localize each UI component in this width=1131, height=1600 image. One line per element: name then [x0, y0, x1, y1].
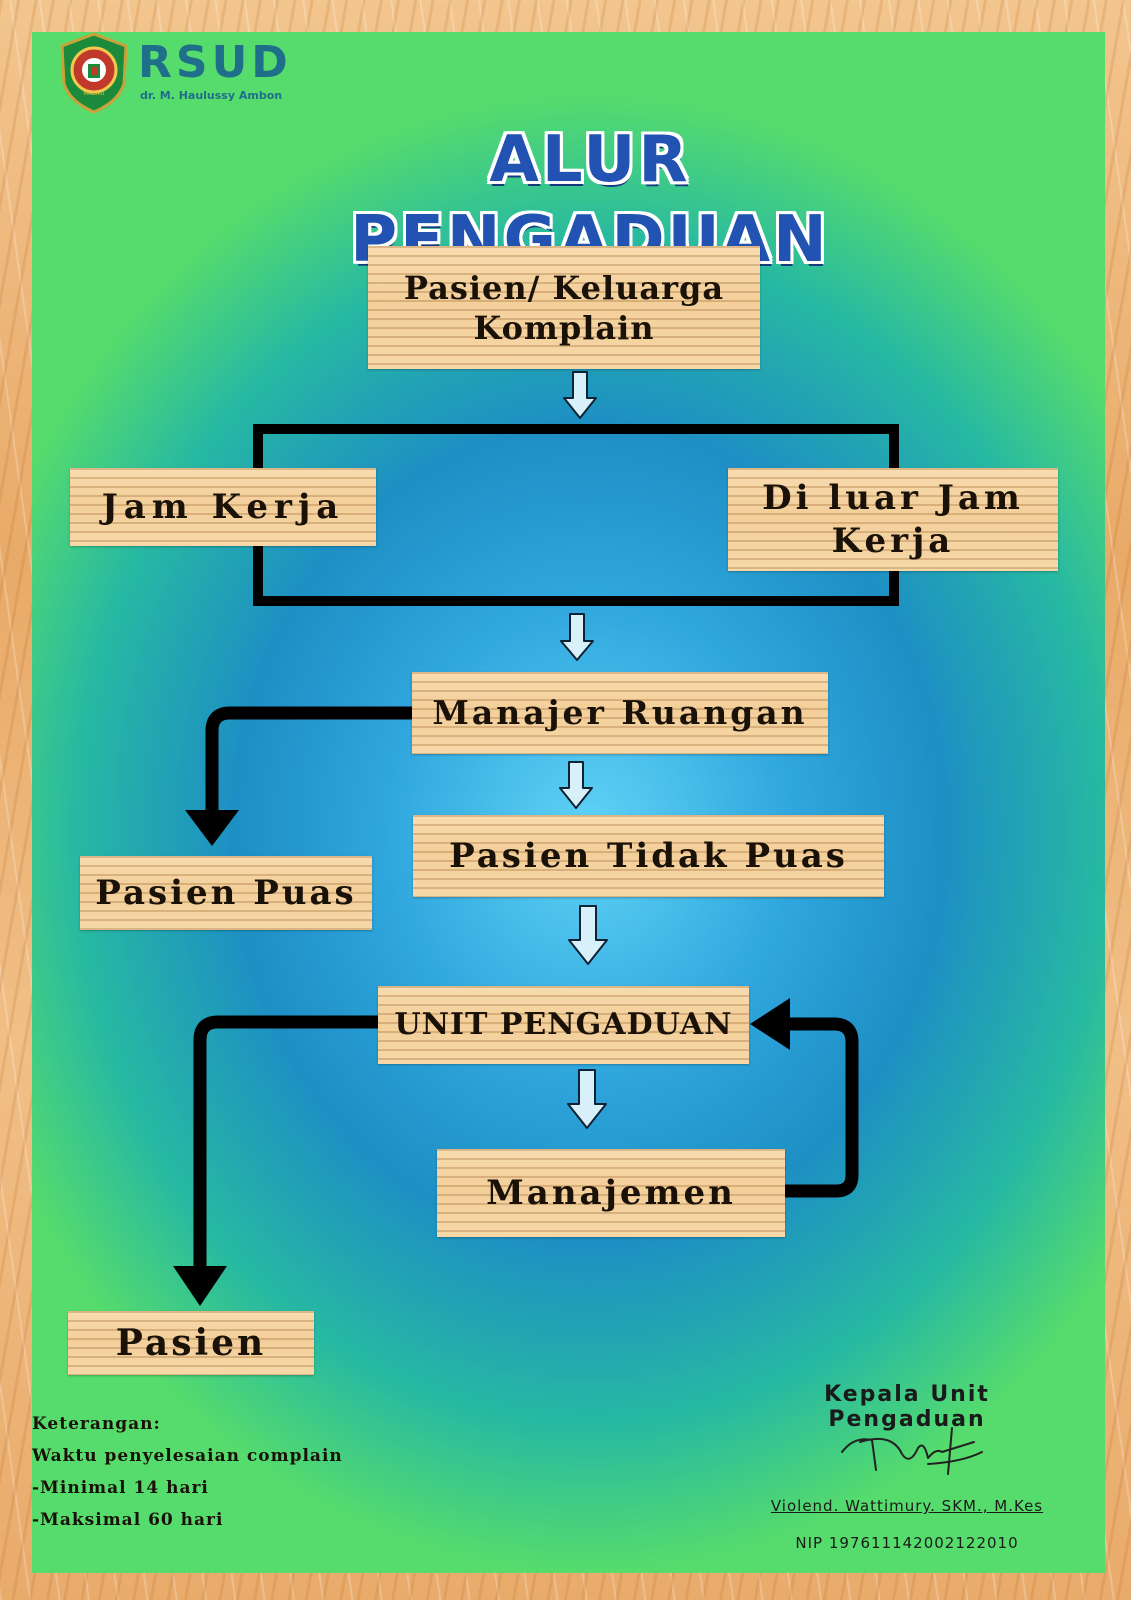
- node-label-line-1: Pasien/ Keluarga: [403, 268, 725, 307]
- down-arrow-4: [568, 905, 608, 965]
- notes-heading: Keterangan:: [32, 1414, 161, 1434]
- node-label: Jam Kerja: [101, 486, 345, 527]
- notes-line-3: -Maksimal 60 hari: [32, 1510, 224, 1530]
- node-label-line-2: Komplain: [473, 308, 655, 347]
- arrow-to-pasien: [193, 1015, 380, 1270]
- node-pasien-tidak-puas: Pasien Tidak Puas: [413, 815, 884, 897]
- node-label: Pasien: [115, 1321, 267, 1364]
- node-di-luar-jam-kerja: Di luar Jam Kerja: [728, 468, 1058, 571]
- handwritten-signature: [841, 1427, 983, 1475]
- arrow-head-pasien-puas: [185, 810, 239, 846]
- down-arrow-3: [559, 761, 593, 809]
- signatory-nip: NIP 197611142002122010: [795, 1534, 1019, 1552]
- arrow-head-pasien: [173, 1266, 227, 1306]
- down-arrow-5: [567, 1069, 607, 1129]
- node-pasien-keluarga-komplain: Pasien/ Keluarga Komplain: [368, 246, 760, 369]
- arrow-feedback-to-unit: [780, 1017, 859, 1198]
- node-label: Pasien Puas: [95, 872, 357, 913]
- signature-title: Kepala Unit Pengaduan: [824, 1382, 990, 1432]
- arrow-to-pasien-puas: [205, 706, 412, 815]
- signatory-name: Violend. Wattimury. SKM., M.Kes: [770, 1497, 1044, 1515]
- node-label: Manajer Ruangan: [432, 693, 808, 733]
- rsud-emblem-logo: MALUKU: [60, 32, 128, 114]
- node-pasien-puas: Pasien Puas: [80, 856, 372, 930]
- notes-line-2: -Minimal 14 hari: [32, 1478, 209, 1498]
- node-label: Pasien Tidak Puas: [449, 835, 848, 876]
- node-manajemen: Manajemen: [437, 1149, 785, 1237]
- arrow-head-unit: [750, 998, 790, 1050]
- node-manajer-ruangan: Manajer Ruangan: [412, 672, 828, 754]
- node-unit-pengaduan: UNIT PENGADUAN: [378, 986, 749, 1064]
- notes-line-1: Waktu penyelesaian complain: [32, 1446, 343, 1466]
- node-pasien: Pasien: [68, 1311, 314, 1375]
- brand-subtitle: dr. M. Haulussy Ambon: [140, 89, 283, 102]
- down-arrow-2: [560, 613, 594, 661]
- node-label-line-2: Kerja: [831, 520, 955, 561]
- notes-block: Keterangan: Waktu penyelesaian complain …: [32, 1408, 343, 1536]
- emblem-caption: MALUKU: [84, 91, 105, 97]
- node-label-line-1: Di luar Jam: [762, 478, 1024, 518]
- down-arrow-1: [563, 371, 597, 419]
- node-label: UNIT PENGADUAN: [394, 1007, 733, 1043]
- node-label: Manajemen: [486, 1172, 736, 1213]
- node-jam-kerja: Jam Kerja: [70, 468, 376, 546]
- brand-name: RSUD: [138, 37, 292, 88]
